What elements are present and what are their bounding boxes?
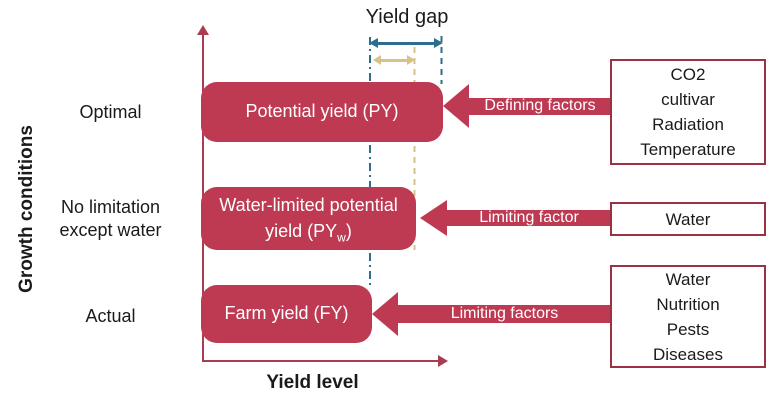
water-factor-box: Water (610, 202, 766, 236)
arrow-left-tip-icon (373, 55, 381, 65)
factor-item: Diseases (653, 344, 723, 364)
arrow-shaft (381, 58, 407, 62)
condition-label-no-limitation: No limitation except water (28, 196, 193, 242)
arrow-head-icon (372, 292, 398, 336)
potential-yield-label: Potential yield (PY) (245, 101, 399, 122)
factor-item: Nutrition (656, 294, 720, 314)
x-axis-title: Yield level (266, 372, 359, 393)
factor-item: CO2 (670, 65, 706, 84)
x-axis-line (202, 360, 440, 362)
limiting-factors-arrow-label: Limiting factors (450, 305, 559, 322)
arrow-right-tip-icon (434, 38, 443, 48)
pyw-label-line1: Water-limited potential (219, 195, 398, 216)
arrow-head-icon (443, 84, 469, 128)
water-limited-potential-yield-box: Water-limited potential yield (PYw) (201, 187, 416, 250)
yield-gap-total-arrow (369, 38, 443, 48)
factor-item: Water (665, 209, 711, 229)
condition-label-line2: except water (59, 220, 162, 240)
yield-gap-label: Yield gap (365, 6, 449, 28)
limiting-factor-arrow: Limiting factor (420, 200, 611, 236)
pyw-line2-close: ) (345, 220, 352, 241)
potential-yield-box: Potential yield (PY) (201, 82, 443, 142)
pyw-line2-text: yield (PY (265, 220, 338, 241)
condition-label-line1: No limitation (60, 197, 161, 217)
condition-label-actual: Actual (85, 306, 136, 326)
pyw-label-line2: yield (PYw) (265, 219, 352, 244)
farm-yield-label: Farm yield (FY) (224, 303, 349, 324)
factor-item: Temperature (640, 140, 736, 159)
pyw-subscript: w (337, 230, 346, 245)
arrow-right-tip-icon (407, 55, 415, 65)
factor-item: Radiation (652, 115, 724, 134)
arrow-left-tip-icon (369, 38, 378, 48)
y-axis-arrowhead-icon (197, 25, 209, 35)
x-axis-arrowhead-icon (438, 355, 448, 367)
arrow-head-icon (420, 200, 447, 236)
limiting-factors-box: Water Nutrition Pests Diseases (610, 265, 766, 368)
factor-item: Water (665, 269, 711, 289)
defining-factors-arrow: Defining factors (443, 84, 611, 128)
defining-factors-box: CO2 cultivar Radiation Temperature (610, 59, 766, 165)
arrow-shaft (378, 41, 434, 45)
defining-factors-arrow-label: Defining factors (484, 97, 596, 114)
factor-item: Pests (666, 319, 710, 339)
condition-label-optimal: Optimal (79, 102, 142, 122)
limiting-factor-arrow-label: Limiting factor (479, 209, 579, 226)
limiting-factors-arrow: Limiting factors (372, 292, 611, 336)
farm-yield-box: Farm yield (FY) (201, 285, 372, 343)
factor-item: cultivar (661, 90, 715, 109)
yield-gap-water-limited-arrow (373, 55, 415, 65)
